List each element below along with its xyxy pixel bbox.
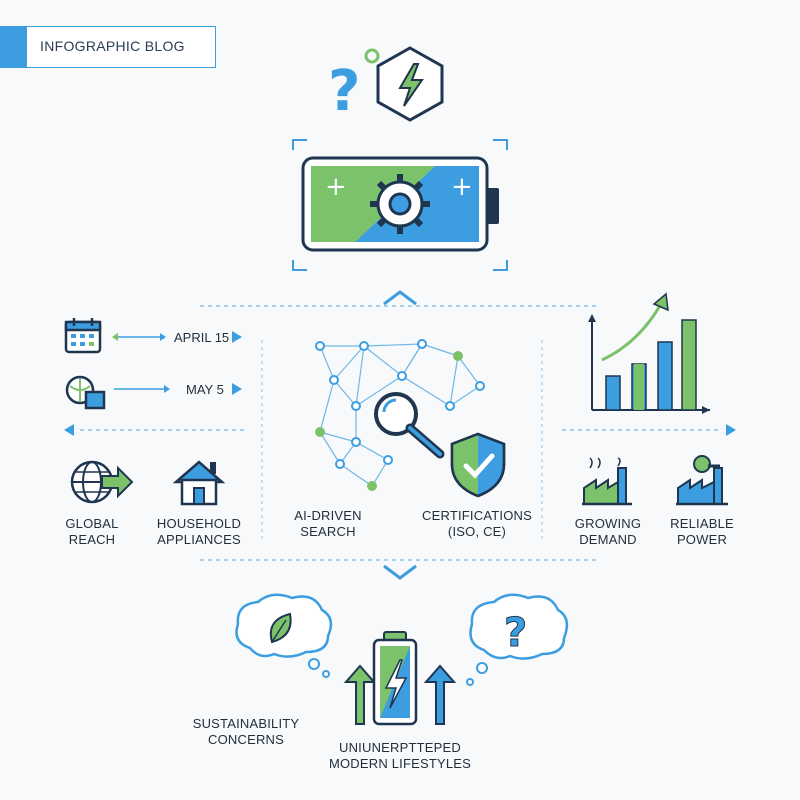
label-line: SUSTAINABILITY: [192, 716, 300, 731]
lifestyles-label: UNIUNERPTTEPED MODERN LIFESTYLES: [320, 740, 480, 772]
question-thought-bubble: ?: [466, 593, 569, 686]
label-line: CONCERNS: [208, 732, 284, 747]
factory-power-icon: [676, 455, 728, 506]
globe-arrow-icon: [70, 460, 134, 504]
label-line: AI-DRIVEN: [294, 508, 362, 523]
battery-gear-icon: + +: [292, 139, 508, 271]
label-line: GROWING: [574, 516, 642, 531]
label-line: MODERN LIFESTYLES: [328, 756, 472, 771]
label-line: DEMAND: [579, 532, 637, 547]
play-arrow-icon: [232, 331, 242, 343]
play-arrow-icon: [232, 383, 242, 395]
label-line: POWER: [676, 532, 728, 547]
ai-search-label: AI-DRIVEN SEARCH: [278, 508, 378, 540]
factory-icon: [582, 457, 632, 506]
house-icon: [172, 460, 226, 506]
global-reach-label: GLOBAL REACH: [52, 516, 132, 548]
svg-text:+: +: [325, 172, 347, 202]
timeline-date-2: MAY 5: [186, 382, 224, 397]
svg-text:+: +: [451, 172, 473, 202]
growth-chart-icon: [588, 292, 710, 414]
svg-text:?: ?: [504, 610, 527, 656]
label-line: RELIABLE: [670, 516, 734, 531]
timeline-arrow-2: [114, 385, 170, 393]
header-accent-bar: [0, 26, 26, 68]
label-line: (ISO, CE): [447, 524, 507, 539]
label-line: SEARCH: [300, 524, 356, 539]
label-line: CERTIFICATIONS: [422, 508, 532, 523]
label-line: HOUSEHOLD: [156, 516, 242, 531]
calendar-icon: [64, 318, 102, 354]
sustainability-label: SUSTAINABILITY CONCERNS: [186, 716, 306, 748]
label-line: APPLIANCES: [157, 532, 241, 547]
timeline-arrow-1: [112, 333, 166, 341]
network-search-icon: [315, 339, 485, 491]
timeline-date-1: APRIL 15: [174, 330, 230, 345]
shield-check-icon: [450, 432, 506, 498]
header-frame: [26, 26, 216, 68]
globe-plug-icon: [65, 375, 106, 410]
battery-arrows-icon: [343, 631, 457, 726]
certifications-label: CERTIFICATIONS (ISO, CE): [422, 508, 532, 540]
page-title: INFOGRAPHIC BLOG: [40, 38, 185, 54]
label-line: REACH: [68, 532, 116, 547]
growing-demand-label: GROWING DEMAND: [566, 516, 650, 548]
label-line: GLOBAL: [65, 516, 119, 531]
household-appliances-label: HOUSEHOLD APPLIANCES: [152, 516, 246, 548]
reliable-power-label: RELIABLE POWER: [660, 516, 744, 548]
header-badge: INFOGRAPHIC BLOG: [0, 26, 216, 68]
svg-text:?: ?: [328, 59, 360, 124]
leaf-thought-bubble: [235, 593, 333, 678]
label-line: UNIUNERPTTEPED: [339, 740, 461, 755]
question-bolt-icon: ?: [328, 46, 444, 124]
